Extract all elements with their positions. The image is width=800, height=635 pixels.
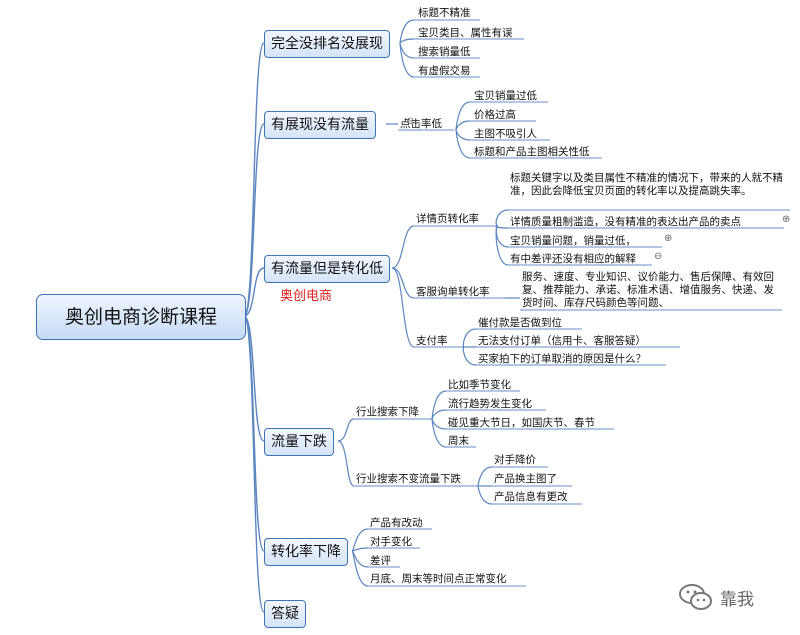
branch-connector [495,209,509,227]
expand-icon[interactable]: ⊖ [406,116,415,127]
sub-node-industry-search-drop[interactable]: 行业搜索下降 [356,406,419,418]
branch-traffic-drop[interactable]: 流量下跌 [264,428,334,456]
sub-node-payment[interactable]: 支付率 [416,335,448,347]
branch-connector [462,328,477,348]
leaf-node[interactable]: 宝贝销量问题，销量过低， [510,235,636,247]
branch-conversion-drop[interactable]: 转化率下降 [264,538,348,566]
expand-icon[interactable]: ⊖ [654,251,663,262]
root-branch-connector [243,123,265,317]
branch-connector [477,485,493,505]
sub-node-customer-service[interactable]: 客服询单转化率 [416,286,490,298]
branch-connector [462,346,477,366]
branch-connector [399,42,415,78]
branch-connector [399,38,415,44]
watermark: 靠我 [678,582,754,612]
sub-node-industry-search-stable[interactable]: 行业搜索不变流量下跌 [356,473,461,485]
leaf-node[interactable]: 标题关键字以及类目属性不精准的情况下，带来的人就不精准，因此会降低宝贝页面的转化… [510,172,783,197]
leaf-node[interactable]: 产品换主图了 [494,473,557,485]
leaf-node[interactable]: 产品信息有更改 [494,491,568,503]
root-branch-connector [243,42,265,317]
leaf-node[interactable]: 对手变化 [370,536,412,548]
leaf-node[interactable]: 标题和产品主图相关性低 [474,146,590,158]
chat-bubbles-icon [679,584,712,610]
leaf-node[interactable]: 产品有改动 [370,517,423,529]
branch-no-ranking[interactable]: 完全没排名没展现 [264,30,390,58]
root-branch-connector [243,315,265,442]
branch-connector [495,225,509,248]
leaf-node[interactable]: 差评 [370,555,391,567]
sub-node-ctr[interactable]: 点击率低 [400,118,442,130]
branch-connector [455,129,471,159]
branch-low-conversion[interactable]: 有流量但是转化低 [264,255,390,283]
leaf-node[interactable]: 有中差评还没有相应的解释 [510,253,636,265]
branch-connector [455,129,471,141]
leaf-node[interactable]: 详情质量粗制滥造，没有精准的表达出产品的卖点 [510,216,741,228]
leaf-node[interactable]: 价格过高 [474,109,516,121]
branch-connector [351,547,369,552]
branch-connector [391,267,415,348]
leaf-node[interactable]: 服务、速度、专业知识、议价能力、售后保障、有效回复、推荐能力、承诺、标准术语、增… [522,271,774,309]
branch-connector [391,225,415,269]
brand-label: 奥创电商 [280,289,333,304]
root-branch-connector [243,267,265,317]
leaf-node[interactable]: 宝贝类目、属性有误 [418,27,513,39]
branch-connector [455,120,471,131]
branch-connector [431,418,447,430]
root-branch-connector [243,315,265,613]
leaf-node[interactable]: 月底、周末等时间点正常变化 [370,573,507,585]
branch-connector [337,418,355,442]
leaf-node[interactable]: 碰见重大节日，如国庆节、春节 [448,417,595,429]
leaf-node[interactable]: 无法支付订单（信用卡、客服答疑） [478,335,646,347]
expand-icon[interactable]: ⊕ [664,233,673,244]
branch-connector [431,418,447,448]
leaf-node[interactable]: 标题不精准 [418,7,471,19]
leaf-node[interactable]: 买家拍下的订单取消的原因是什么？ [478,353,646,365]
leaf-node[interactable]: 比如季节变化 [448,379,511,391]
leaf-node[interactable]: 催付款是否做到位 [478,317,562,329]
leaf-node[interactable]: 主图不吸引人 [474,128,537,140]
leaf-node[interactable]: 搜索销量低 [418,46,471,58]
branch-connector [477,466,493,487]
leaf-node[interactable]: 有虚假交易 [418,65,471,77]
branch-qa[interactable]: 答疑 [264,600,306,628]
leaf-node[interactable]: 流行趋势发生变化 [448,398,532,410]
expand-icon[interactable]: ⊕ [782,214,791,225]
branch-connector [337,440,355,487]
branch-connector [495,225,509,266]
branch-connector [391,267,415,299]
leaf-node[interactable]: 周末 [448,435,469,447]
root-node[interactable]: 奥创电商诊断课程 [36,294,246,340]
branch-no-traffic[interactable]: 有展现没有流量 [264,111,376,139]
watermark-text: 靠我 [720,589,754,610]
leaf-node[interactable]: 对手降价 [494,454,536,466]
root-branch-connector [243,315,265,552]
leaf-node[interactable]: 宝贝销量过低 [474,90,537,102]
branch-connector [351,550,369,587]
branch-connector [431,409,447,420]
sub-node-detail-page[interactable]: 详情页转化率 [416,213,479,225]
